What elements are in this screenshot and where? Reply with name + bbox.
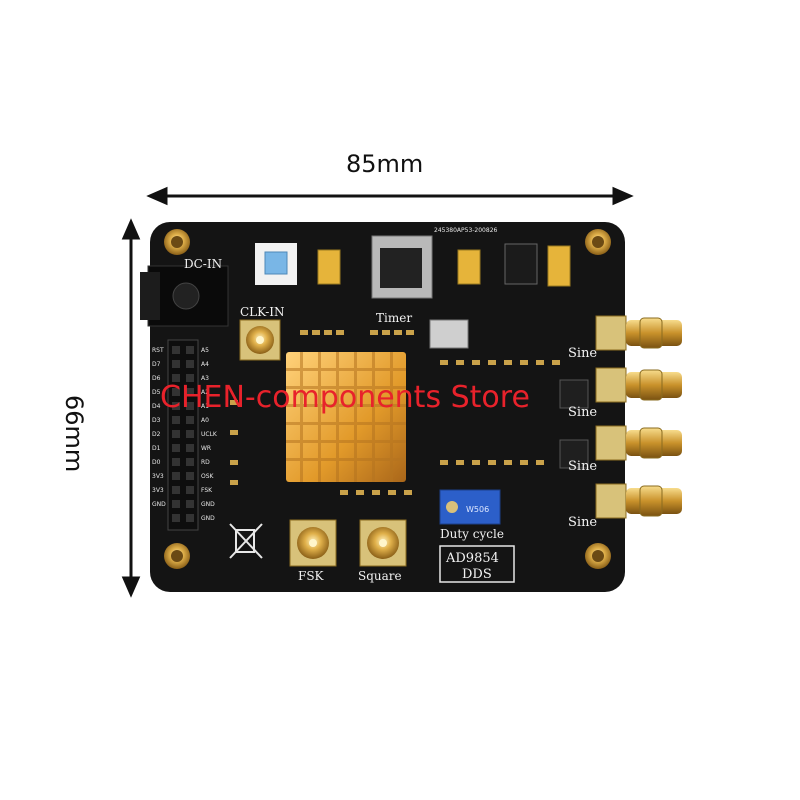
width-dimension-arrow [146,186,634,206]
mounting-hole-bottom-left [164,543,190,569]
header-label: D7 [152,361,161,368]
clk-in-label: CLK-IN [240,305,285,319]
header-label: A1 [201,403,209,410]
header-label: D2 [152,431,161,438]
duty-cycle-label: Duty cycle [440,527,504,541]
sine-sma-connector-1 [595,315,682,351]
fsk-label: FSK [298,569,325,583]
dc-in-label: DC-IN [184,257,222,271]
header-label: GND [152,501,166,508]
header-left-labels: RST D7 D6 D5 D4 D3 D2 D1 D0 3V3 3V3 GND [152,347,166,508]
sine-sma-connector-2 [595,367,682,403]
smd-components [230,330,560,495]
pin-header [167,339,199,531]
timer-label: Timer [376,311,412,325]
sine-sma-connector-4 [595,483,682,519]
sine-label-3: Sine [568,459,597,474]
header-label: A2 [201,389,209,396]
potentiometer-label: W506 [466,505,489,514]
header-label: D6 [152,375,161,382]
chip-label-box [439,545,515,583]
header-label: 3V3 [152,473,164,480]
weee-bin-icon [229,523,263,559]
tantalum-capacitor [317,249,341,285]
store-watermark: CHEN-components Store [160,380,530,415]
header-label: OSK [201,473,215,480]
fsk-sma-connector [289,519,337,567]
reset-button [255,243,297,285]
chip-model-label: AD9854 [445,551,499,566]
header-label: RD [201,459,210,466]
header-label: A0 [201,417,209,424]
sine-label-1: Sine [568,346,597,361]
clk-in-sma-connector [239,319,281,361]
sine-label-2: Sine [568,405,597,420]
header-label: A5 [201,347,209,354]
header-label: UCLK [201,431,218,438]
duty-cycle-potentiometer: W506 [439,489,501,525]
crystal-oscillator [429,319,469,349]
ic-chips [559,379,589,469]
mounting-hole-bottom-right [585,543,611,569]
dc-power-jack [140,265,229,327]
square-label: Square [358,569,402,583]
dds-label: DDS [462,567,492,582]
header-label: D1 [152,445,161,452]
sine-sma-connector-3 [595,425,682,461]
voltage-regulator [371,235,433,299]
square-sma-connector [359,519,407,567]
width-dimension-label: 85mm [346,150,424,178]
header-label: RST [152,347,164,354]
header-label: 3V3 [152,487,164,494]
header-label: D5 [152,389,161,396]
header-label: FSK [201,487,213,494]
height-dimension-arrow [121,218,141,598]
mounting-hole-top-left [164,229,190,255]
header-label: D0 [152,459,161,466]
header-label: WR [201,445,211,452]
top-code-label: 245380AP53-200826 [434,227,498,234]
header-label: GND [201,501,215,508]
heatsink [286,352,406,482]
sine-label-4: Sine [568,515,597,530]
header-right-labels: A5 A4 A3 A2 A1 A0 UCLK WR RD OSK FSK GND… [201,347,218,522]
inductor [504,243,538,285]
header-label: GND [201,515,215,522]
header-label: A3 [201,375,209,382]
tantalum-capacitor [547,245,571,287]
header-label: D3 [152,417,161,424]
mounting-hole-top-right [585,229,611,255]
header-label: A4 [201,361,209,368]
header-label: D4 [152,403,161,410]
tantalum-capacitor [457,249,481,285]
